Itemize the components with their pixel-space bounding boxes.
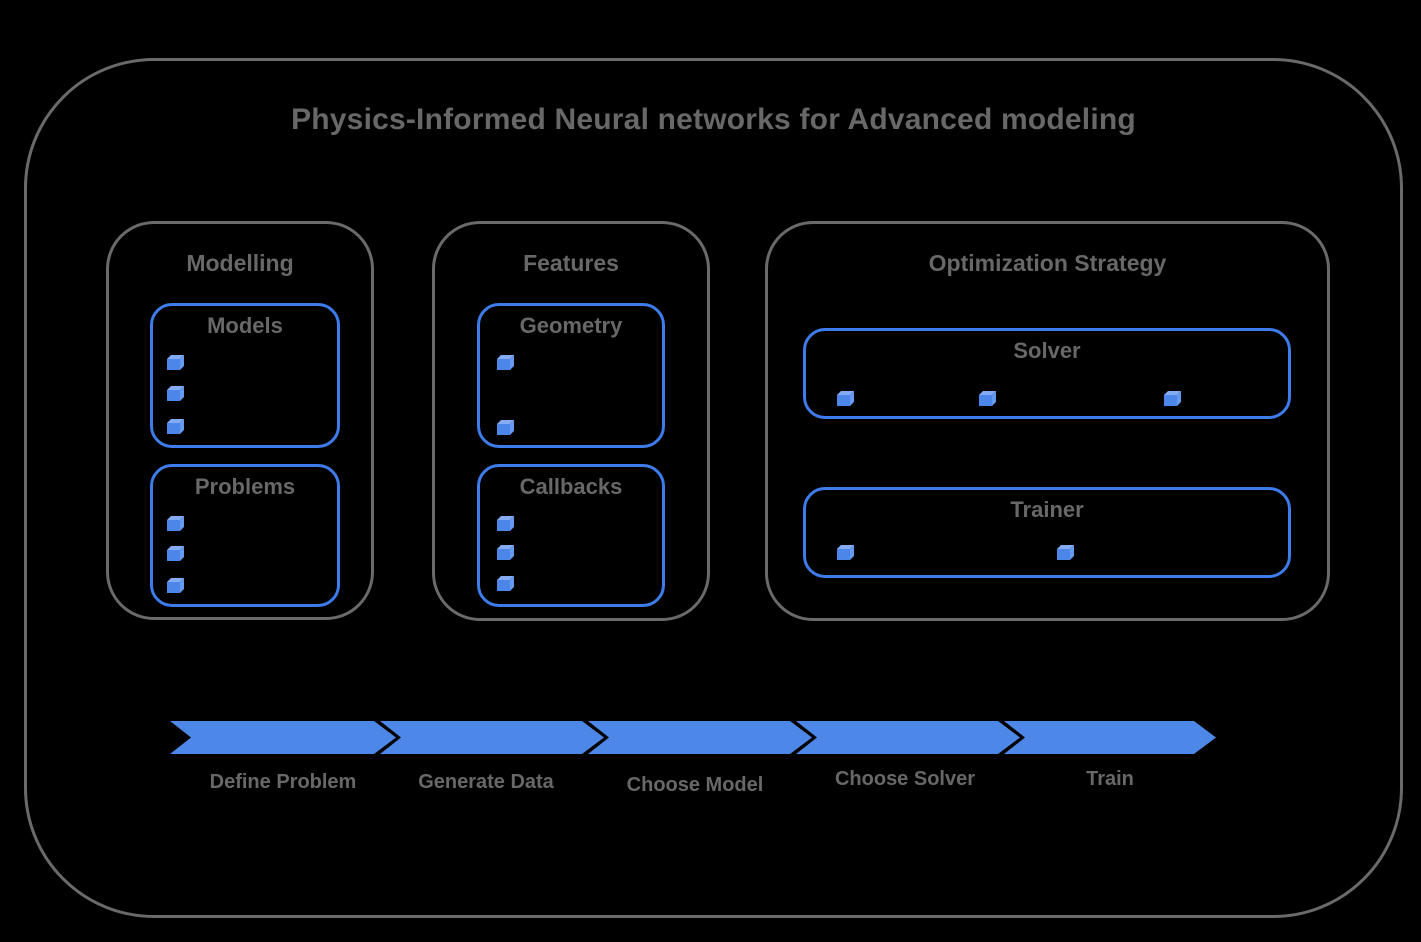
cube-bullet-icon — [497, 355, 514, 370]
box-callbacks: Callbacks — [477, 464, 665, 607]
box-solver: Solver — [803, 328, 1291, 419]
cube-bullet-icon — [167, 355, 184, 370]
pipeline-arrow-choose-model — [588, 721, 812, 754]
cube-bullet-icon — [497, 516, 514, 531]
group-modelling-title: Modelling — [186, 250, 294, 276]
cube-bullet-icon — [167, 386, 184, 401]
group-features-title: Features — [523, 250, 619, 276]
cube-bullet-icon — [167, 419, 184, 434]
pipeline-arrow-generate-data — [380, 721, 604, 754]
cube-bullet-icon — [979, 391, 996, 406]
diagram-outer-border: Physics-Informed Neural networks for Adv… — [24, 58, 1403, 918]
box-geometry: Geometry — [477, 303, 665, 448]
pipeline-label-choose-model: Choose Model — [626, 774, 764, 796]
pipeline-arrow-choose-solver — [796, 721, 1020, 754]
group-modelling: Modelling Models Problems — [106, 221, 374, 620]
box-trainer: Trainer — [803, 487, 1291, 578]
cube-bullet-icon — [497, 545, 514, 560]
box-problems: Problems — [150, 464, 340, 607]
cube-bullet-icon — [837, 391, 854, 406]
cube-bullet-icon — [1057, 545, 1074, 560]
pipeline-label-generate-data: Generate Data — [418, 771, 554, 793]
pipeline-label-train: Train — [1086, 768, 1134, 790]
pipeline-arrow-train — [1004, 721, 1216, 754]
box-trainer-title: Trainer — [1010, 497, 1084, 522]
cube-bullet-icon — [167, 578, 184, 593]
pipeline-arrow-define-problem — [170, 721, 396, 754]
box-solver-title: Solver — [1013, 338, 1081, 363]
pipeline-label-choose-solver: Choose Solver — [834, 768, 976, 790]
group-optimization-strategy: Optimization Strategy Solver Trainer — [765, 221, 1330, 621]
cube-bullet-icon — [167, 546, 184, 561]
cube-bullet-icon — [837, 545, 854, 560]
box-problems-title: Problems — [194, 474, 296, 499]
pipeline-label-define-problem: Define Problem — [209, 771, 357, 793]
cube-bullet-icon — [497, 576, 514, 591]
group-optimization-strategy-title: Optimization Strategy — [928, 250, 1167, 276]
box-models-title: Models — [207, 313, 283, 338]
box-models: Models — [150, 303, 340, 448]
box-callbacks-title: Callbacks — [519, 474, 623, 499]
box-geometry-title: Geometry — [519, 313, 623, 338]
diagram-title: Physics-Informed Neural networks for Adv… — [291, 103, 1136, 136]
cube-bullet-icon — [497, 420, 514, 435]
cube-bullet-icon — [1164, 391, 1181, 406]
group-features: Features Geometry Callbacks — [432, 221, 710, 621]
cube-bullet-icon — [167, 516, 184, 531]
